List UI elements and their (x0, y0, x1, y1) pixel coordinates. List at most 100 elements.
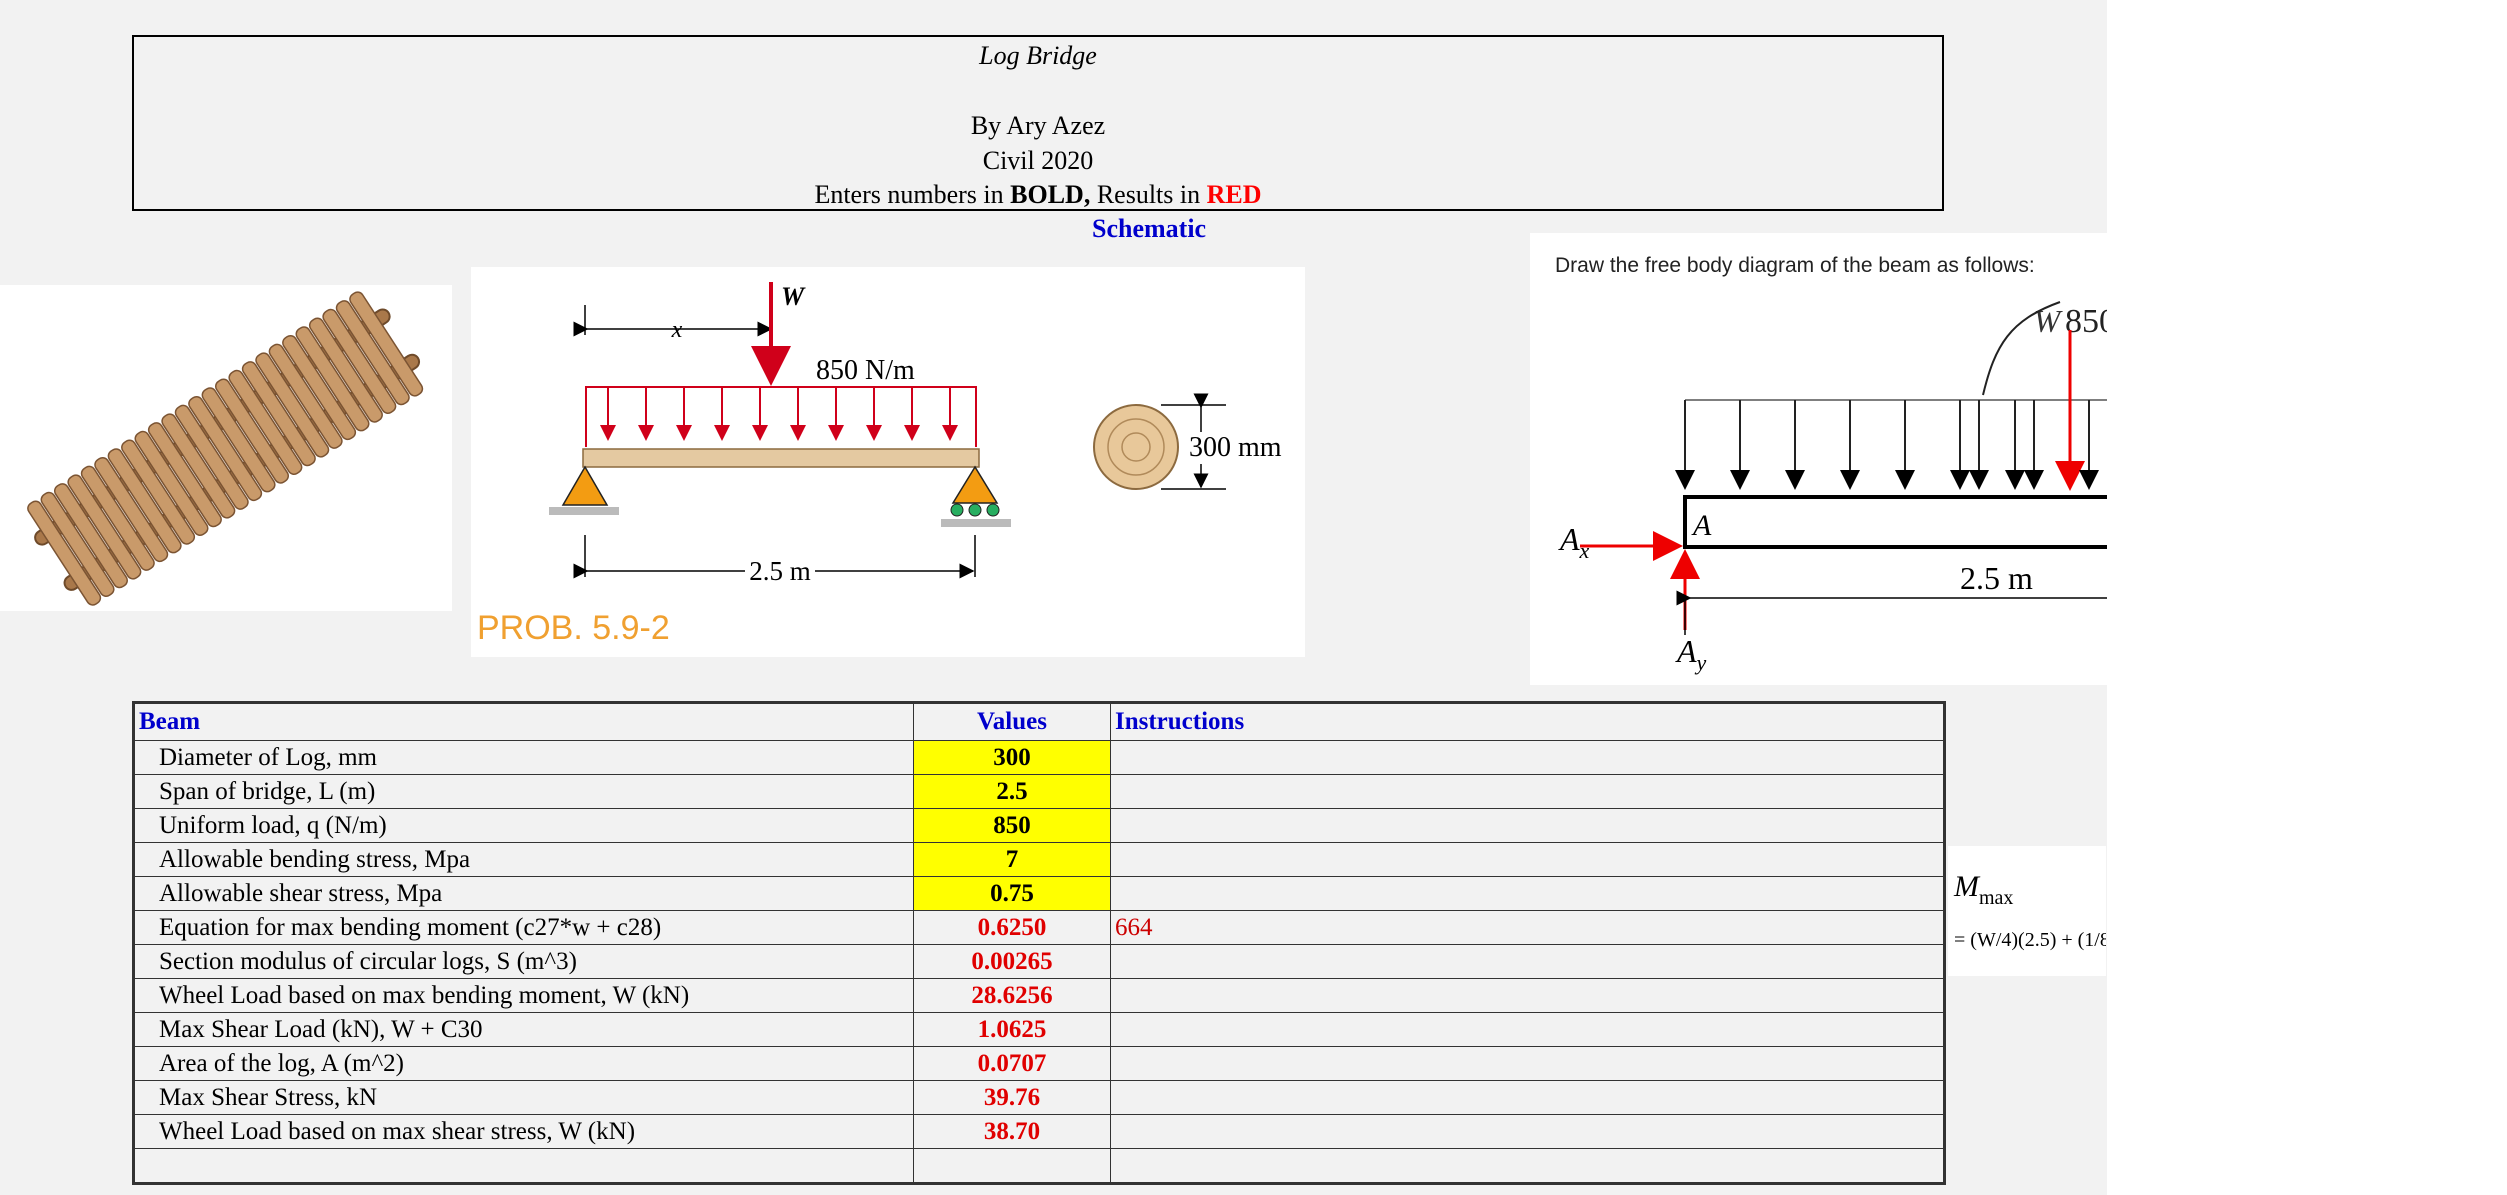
schematic-label: Schematic (1092, 214, 1207, 243)
equation-drawing: Mmax = (W/4)(2.5) + (1/8)(850)(2.5)² (1953, 870, 2204, 951)
fbd-ay-label: A (1675, 633, 1697, 669)
eq-lhs-main: M (1953, 870, 1981, 903)
header-beam[interactable]: Beam (133, 702, 914, 741)
row-label-cell[interactable]: Max Shear Load (kN), W + C30 (133, 1012, 914, 1047)
table-row: Wheel Load based on max shear stress, W … (133, 1114, 1945, 1149)
row-label-cell[interactable]: Allowable bending stress, Mpa (133, 842, 914, 877)
result-value-cell[interactable]: 28.6256 (913, 978, 1111, 1013)
row-label-cell[interactable]: Diameter of Log, mm (133, 740, 914, 775)
note-bold: BOLD, (1010, 180, 1091, 209)
log-bridge-drawing (27, 291, 424, 606)
note-mid: Results in (1090, 180, 1207, 209)
instruction-cell[interactable] (1110, 876, 1945, 911)
beam-table-body: Beam Values Instructions Diameter of Log… (133, 702, 1945, 1184)
equation-panel: Mmax = (W/4)(2.5) + (1/8)(850)(2.5)² (1948, 846, 2204, 976)
row-label-cell[interactable]: Max Shear Stress, kN (133, 1080, 914, 1115)
input-value-cell[interactable]: 7 (913, 842, 1111, 877)
problem-figure-drawing: x W 850 N/m 2.5 m 300 mm PROB. 5.9- (477, 282, 1291, 647)
row-label-cell[interactable]: Equation for max bending moment (c27*w +… (133, 910, 914, 945)
header-author: By Ary Azez (970, 111, 1106, 140)
note-red: RED (1206, 180, 1262, 209)
result-value-cell[interactable]: 0.00265 (913, 944, 1111, 979)
row-label-cell[interactable]: Section modulus of circular logs, S (m^3… (133, 944, 914, 979)
result-value-cell[interactable]: 0.0707 (913, 1046, 1111, 1081)
result-value-cell[interactable]: 38.70 (913, 1114, 1111, 1149)
fbd-span: 2.5 m (1960, 560, 2033, 596)
fbd-ay: Ay (1675, 633, 1707, 675)
instruction-cell[interactable] (1110, 774, 1945, 809)
instruction-cell[interactable] (1110, 1080, 1945, 1115)
row-label-cell[interactable]: Wheel Load based on max shear stress, W … (133, 1114, 914, 1149)
header-box: Log Bridge By Ary Azez Civil 2020 Enters… (132, 35, 1944, 211)
fbd-right-clip (1540, 290, 2107, 680)
table-row (133, 1148, 1945, 1184)
diameter-label: 300 mm (1189, 432, 1282, 463)
fbd-dist-load: 850 N/m (2065, 303, 2107, 340)
instruction-cell[interactable]: 664 (1110, 910, 1945, 945)
input-value-cell[interactable]: 0.75 (913, 876, 1111, 911)
row-label-cell[interactable]: Uniform load, q (N/m) (133, 808, 914, 843)
fbd-ax-label: A (1558, 521, 1580, 557)
table-row: Equation for max bending moment (c27*w +… (133, 910, 1945, 945)
problem-figure: x W 850 N/m 2.5 m 300 mm PROB. 5.9- (471, 267, 1305, 657)
w-label: W (781, 282, 806, 311)
row-label-cell[interactable]: Allowable shear stress, Mpa (133, 876, 914, 911)
result-value-cell[interactable]: 0.6250 (913, 910, 1111, 945)
note-prefix: Enters numbers in (814, 180, 1011, 209)
fbd-ay-sub: y (1695, 650, 1707, 675)
table-row: Area of the log, A (m^2)0.0707 (133, 1046, 1945, 1081)
instruction-cell[interactable] (1110, 1148, 1945, 1184)
instruction-cell[interactable] (1110, 1114, 1945, 1149)
row-label-cell[interactable]: Span of bridge, L (m) (133, 774, 914, 809)
fbd-ax-sub: x (1579, 538, 1590, 563)
fbd-drawing: 850 N/m W A Ax Ay 2.5 m (1558, 303, 2107, 675)
log-bridge-image (0, 285, 452, 611)
table-row: Wheel Load based on max bending moment, … (133, 978, 1945, 1013)
problem-number: PROB. 5.9-2 (477, 609, 670, 647)
fbd-leader-line (1982, 301, 2061, 396)
instruction-cell[interactable] (1110, 1012, 1945, 1047)
fbd-caption: Draw the free body diagram of the beam a… (1555, 254, 2035, 277)
header-note: Enters numbers in BOLD, Results in RED (134, 178, 1942, 212)
table-row: Section modulus of circular logs, S (m^3… (133, 944, 1945, 979)
beam-table: Beam Values Instructions Diameter of Log… (132, 701, 1946, 1185)
x-label: x (671, 317, 683, 343)
instruction-cell[interactable] (1110, 944, 1945, 979)
instruction-cell[interactable] (1110, 740, 1945, 775)
fbd-right-drawing (1969, 301, 2099, 490)
instruction-cell[interactable] (1110, 808, 1945, 843)
fbd-panel (1530, 233, 2107, 685)
eq-lhs: Mmax (1953, 870, 2013, 909)
dist-load-label: 850 N/m (816, 355, 915, 386)
span-label: 2.5 m (749, 556, 811, 586)
header-course: Civil 2020 (982, 146, 1094, 175)
row-label-cell[interactable] (133, 1148, 914, 1184)
instruction-cell[interactable] (1110, 978, 1945, 1013)
input-value-cell[interactable]: 2.5 (913, 774, 1111, 809)
input-value-cell[interactable]: 300 (913, 740, 1111, 775)
row-label-cell[interactable]: Area of the log, A (m^2) (133, 1046, 914, 1081)
input-value-cell[interactable]: 850 (913, 808, 1111, 843)
table-row: Span of bridge, L (m)2.5 (133, 774, 1945, 809)
header-instructions[interactable]: Instructions (1110, 702, 1945, 741)
header-values[interactable]: Values (913, 702, 1111, 741)
fbd-w-label: W (2034, 303, 2064, 339)
result-value-cell[interactable]: 1.0625 (913, 1012, 1111, 1047)
fbd-ax: Ax (1558, 521, 1590, 563)
row-label-cell[interactable]: Wheel Load based on max bending moment, … (133, 978, 914, 1013)
eq-line1: = (W/4)(2.5) + (1/8)(850)(2.5)² (1954, 929, 2106, 951)
result-value-cell[interactable]: 39.76 (913, 1080, 1111, 1115)
instruction-cell[interactable] (1110, 842, 1945, 877)
table-row: Uniform load, q (N/m)850 (133, 808, 1945, 843)
result-value-cell[interactable] (913, 1148, 1111, 1184)
table-header-row: Beam Values Instructions (133, 702, 1945, 741)
header-title: Log Bridge (979, 41, 1097, 70)
eq-lhs-sub: max (1979, 887, 2013, 909)
fbd-point-a: A (1691, 509, 1712, 542)
instruction-cell[interactable] (1110, 1046, 1945, 1081)
